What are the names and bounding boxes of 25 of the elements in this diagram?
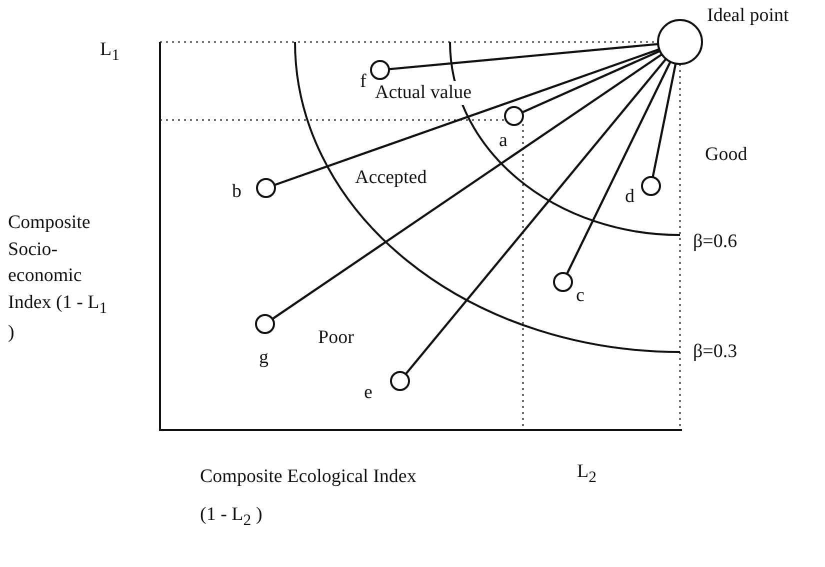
point-letter: a [499,129,508,153]
point-letter: f [360,70,366,94]
point-label: Ideal point [707,4,789,28]
axis-label: L$_{1}$ [100,38,120,66]
point-letter: d [625,185,634,209]
point-letter: g [259,346,268,370]
connector-line [566,61,672,274]
region-label: Actual value [375,81,472,105]
point-letter: e [364,381,372,405]
connector-line [404,58,667,375]
axis-title: Composite Ecological Index (1 - L$_{2}$ ) [200,465,418,531]
connector-line [274,48,660,186]
connector-line [652,63,677,178]
connector-line [272,53,662,320]
region-label: Poor [318,326,354,350]
curve-label: β=0.3 [693,340,738,364]
curve-label: β=0.6 [693,230,738,254]
connector-line [522,50,660,114]
axis-title: Composite Socio-economic Index (1 - L$_{1}$ ) [8,211,108,345]
connector-line [388,42,658,70]
region-label: Good [705,143,748,167]
point-letter: b [232,180,242,204]
axis-label: L$_{2}$ [577,460,597,488]
point-letter: c [576,284,584,308]
region-label: Accepted [355,166,427,190]
